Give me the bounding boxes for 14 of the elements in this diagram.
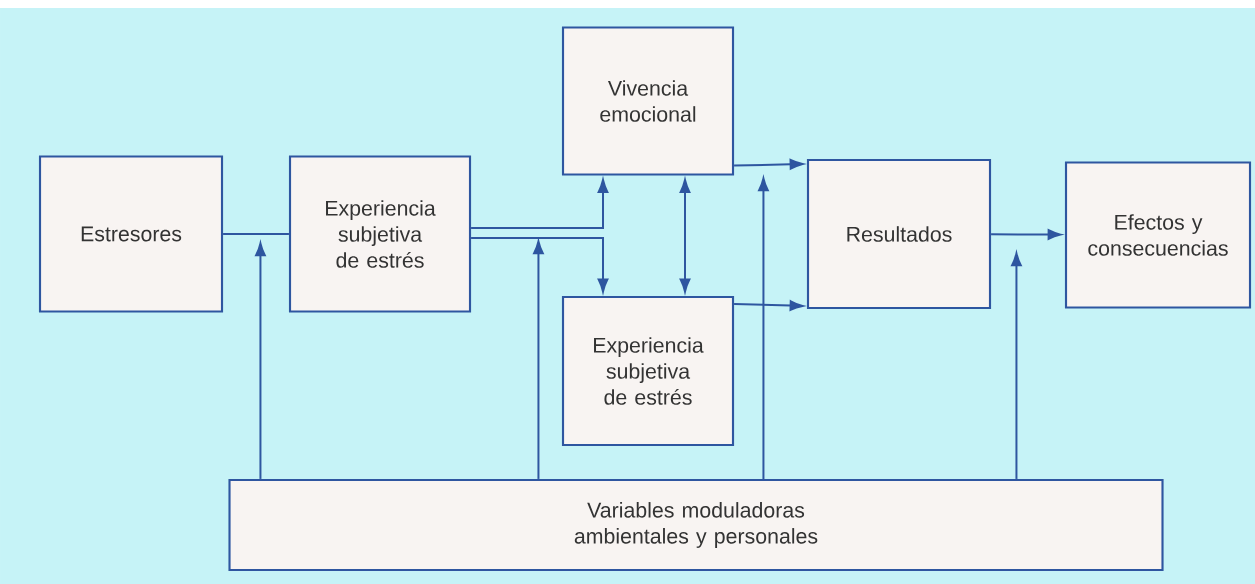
process-box: Experiencia subjetiva de estrés [288, 155, 472, 313]
arrow [733, 158, 804, 170]
arrow [533, 240, 544, 480]
arrow [990, 229, 1062, 240]
process-box: Vivencia emocional [561, 26, 735, 176]
arrow [470, 237, 609, 293]
process-box: Estresores [38, 155, 224, 313]
arrow [733, 300, 804, 311]
arrow [470, 179, 609, 229]
arrow [679, 179, 691, 293]
process-box: Variables moduladoras ambientales y personales [228, 478, 1164, 572]
process-box: Efectos y consecuencias [1064, 161, 1252, 309]
process-box: Experiencia subjetiva de estrés [561, 295, 735, 447]
process-box: Resultados [806, 158, 992, 310]
